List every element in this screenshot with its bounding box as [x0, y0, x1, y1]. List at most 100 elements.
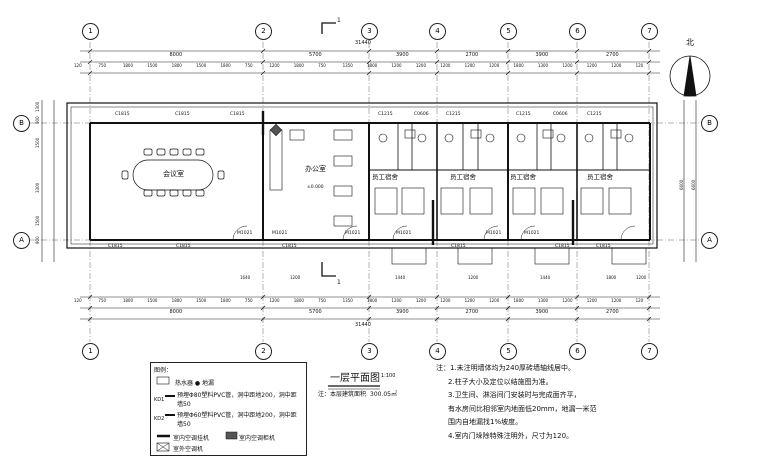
legend-title: 图例： — [154, 367, 173, 374]
sub-dimension: 1200 — [562, 63, 573, 68]
door-label: M1021 — [237, 231, 253, 236]
sub-dimension: 1200 — [415, 298, 427, 303]
total-dimension-bottom: 31440 — [355, 322, 371, 328]
side-dimension: 1500 — [35, 215, 40, 226]
legend-code-kd2: KD2 — [154, 416, 165, 422]
side-dimension: 1300 — [35, 101, 40, 112]
sub-dimension: 1200 — [611, 63, 622, 68]
total-dimension-top: 31440 — [355, 40, 371, 46]
axis-bubble-bottom: 3 — [361, 343, 378, 360]
side-dimension: 900 — [35, 236, 40, 244]
legend-item-pipe-60: 预埋Φ60塑料PVC管，洞中距地200，洞中距墙50 — [177, 412, 297, 428]
legend-item-wall-ac: 室内空调挂机 — [173, 435, 210, 442]
axis-bubble-top: 6 — [569, 23, 586, 40]
legend-item-pipe-80: 预埋Φ80塑料PVC管，洞中距地200，洞中距墙50 — [177, 392, 297, 408]
sub-dimension: 1800 — [220, 298, 231, 303]
sub-dimension: 1500 — [147, 63, 158, 68]
sub-dimension: 1500 — [196, 63, 207, 68]
sub-dimension: 120 — [635, 298, 644, 303]
sub-dimension: 1800 — [220, 63, 231, 68]
legend-item-floor-ac: 室内空调柜机 — [239, 435, 276, 442]
sub-dimension: 1800 — [293, 298, 304, 303]
axis-bubble-bottom: 5 — [500, 343, 517, 360]
north-label: 北 — [686, 38, 694, 47]
dorm-room-label: 员工宿舍 — [587, 173, 613, 181]
window-label: C1815 — [451, 244, 466, 249]
window-label: C1215 — [378, 112, 393, 117]
sub-dimension: 1350 — [342, 298, 353, 303]
bay-dimension: 3900 — [396, 52, 409, 58]
sub-dimension: 1200 — [269, 298, 280, 303]
window-label: C1815 — [555, 244, 570, 249]
sub-dimension: 1300 — [537, 63, 549, 68]
sub-dimension: 1350 — [342, 63, 353, 68]
legend-symbols — [156, 376, 238, 452]
note-line: 有水房间比相邻室内地面低20mm，地漏一米范 — [448, 404, 597, 413]
window-label: C1815 — [596, 244, 611, 249]
area-value: 300.05㎡ — [370, 391, 397, 398]
axis-bubble-top: 2 — [255, 23, 272, 40]
office-room-label: 办公室 — [305, 165, 326, 173]
side-dimension: 900 — [35, 116, 40, 124]
note-line: 围内自地漏找1%坡度。 — [448, 418, 523, 426]
sub-dimension: 1800 — [122, 63, 134, 68]
note-line: 3.卫生间、淋浴间门安装时与完成面齐平， — [448, 391, 581, 399]
bay-dimension: 2700 — [465, 52, 479, 58]
bay-dimension: 2700 — [606, 309, 619, 315]
sub-dimension: 750 — [98, 298, 107, 303]
bay-dimension: 2700 — [465, 309, 479, 315]
sub-dimension: 1200 — [464, 63, 475, 68]
sub-dimension: 1800 — [293, 63, 304, 68]
dorm-room-label: 员工宿舍 — [372, 173, 398, 181]
legend-code-kd1: KD1 — [154, 397, 165, 403]
legend-item-water-heater: 热水器 ● 地漏 — [175, 380, 215, 387]
door-label: M1021 — [272, 231, 288, 236]
axis-bubble-right: B — [701, 115, 718, 132]
side-dimension: 3300 — [35, 182, 40, 193]
window-label: C1215 — [516, 112, 531, 117]
axis-bubble-bottom: 4 — [429, 343, 446, 360]
bay-dimension: 5700 — [309, 52, 322, 58]
window-label: C1815 — [282, 244, 297, 249]
window-label: C1815 — [115, 112, 130, 117]
door-label: M1021 — [345, 231, 361, 236]
axis-bubble-bottom: 7 — [641, 343, 658, 360]
section-mark-bottom: 1 — [337, 279, 341, 286]
sub-dimension: 1800 — [513, 298, 524, 303]
axis-bubble-right: A — [701, 232, 718, 249]
bay-dimension: 3900 — [535, 52, 549, 58]
bay-dimension: 3900 — [535, 309, 549, 315]
sub-dimension: 120 — [74, 298, 82, 303]
dorm-room-label: 员工宿舍 — [450, 173, 476, 181]
sub-dimension: 1500 — [147, 298, 158, 303]
sub-dimension: 1200 — [391, 63, 402, 68]
entrance-dimension: 1200 — [290, 275, 301, 280]
axis-bubble-top: 5 — [500, 23, 517, 40]
area-note-label: 注：本层建筑面积 — [318, 391, 367, 398]
sub-dimension: 1200 — [562, 298, 573, 303]
sub-dimension: 120 — [74, 63, 82, 68]
entrance-dimension: 1640 — [240, 275, 251, 280]
sub-dimension: 1500 — [196, 298, 207, 303]
sub-dimension: 1800 — [171, 63, 182, 68]
bay-dimension: 8000 — [169, 52, 183, 58]
sub-dimension: 750 — [318, 298, 326, 303]
axis-bubble-bottom: 2 — [255, 343, 272, 360]
sub-dimension: 1800 — [367, 63, 378, 68]
door-label: M1021 — [524, 231, 540, 236]
entrance-dimension: 1440 — [395, 275, 406, 280]
sub-dimension: 1200 — [489, 63, 500, 68]
axis-bubble-top: 3 — [361, 23, 378, 40]
sub-dimension: 750 — [244, 298, 253, 303]
sub-dimension: 1200 — [489, 298, 500, 303]
sub-dimension: 1200 — [391, 298, 402, 303]
sub-dimension: 1800 — [122, 298, 134, 303]
window-label: C0606 — [414, 112, 429, 117]
entrance-dimension: 1800 — [606, 275, 617, 280]
door-label: M1021 — [396, 231, 412, 236]
sub-dimension: 750 — [318, 63, 326, 68]
legend-panel: 图例： 热水器 ● 地漏 KD1 预埋Φ80塑料PVC管，洞中距地200，洞中距… — [150, 362, 307, 456]
side-dimension: 6600 — [679, 179, 684, 190]
bay-dimension: 5700 — [309, 309, 322, 315]
